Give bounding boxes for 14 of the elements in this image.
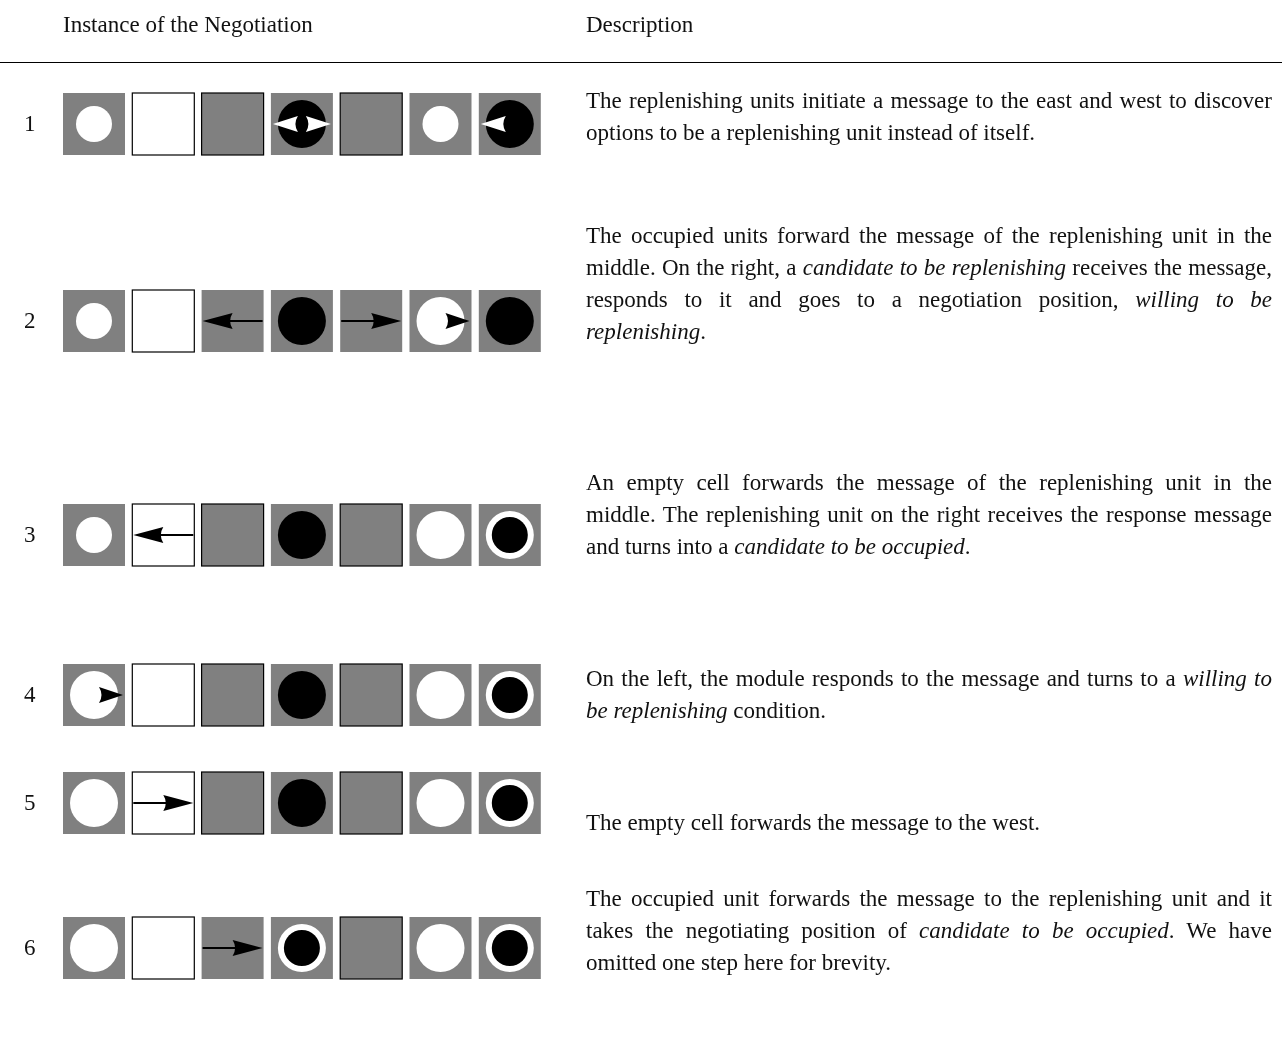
- description-text: On the left, the module responds to the message and turns to a willing to be replenishing condition.: [586, 665, 1272, 725]
- description-text: The replenishing units initiate a message to the east and west to discover options to be a replenishing unit instead of itself.: [586, 87, 1272, 147]
- row-number: 6: [24, 934, 36, 962]
- description-text: The occupied unit forwards the message to the replenishing unit and it takes the negotiating position of candidate to be occupied. We have omitted one step here for brevity.: [586, 885, 1272, 977]
- description-text: The empty cell forwards the message to the west.: [586, 809, 1042, 837]
- row-number: 4: [24, 681, 36, 709]
- row-number: 3: [24, 521, 36, 549]
- column-header: Description: [586, 11, 694, 39]
- description-text: The occupied units forward the message of the replenishing unit in the middle. On the right, a candidate to be replenishing receives the message, responds to it and goes to a negotiation position, willing to be replenishing.: [586, 222, 1272, 346]
- description-text: An empty cell forwards the message of the replenishing unit in the middle. The replenishing unit on the right receives the response message and turns into a candidate to be occupied.: [586, 469, 1272, 561]
- row-number: 5: [24, 789, 36, 817]
- row-number: 1: [24, 110, 36, 138]
- column-header: Instance of the Negotiation: [63, 11, 313, 39]
- row-number: 2: [24, 307, 36, 335]
